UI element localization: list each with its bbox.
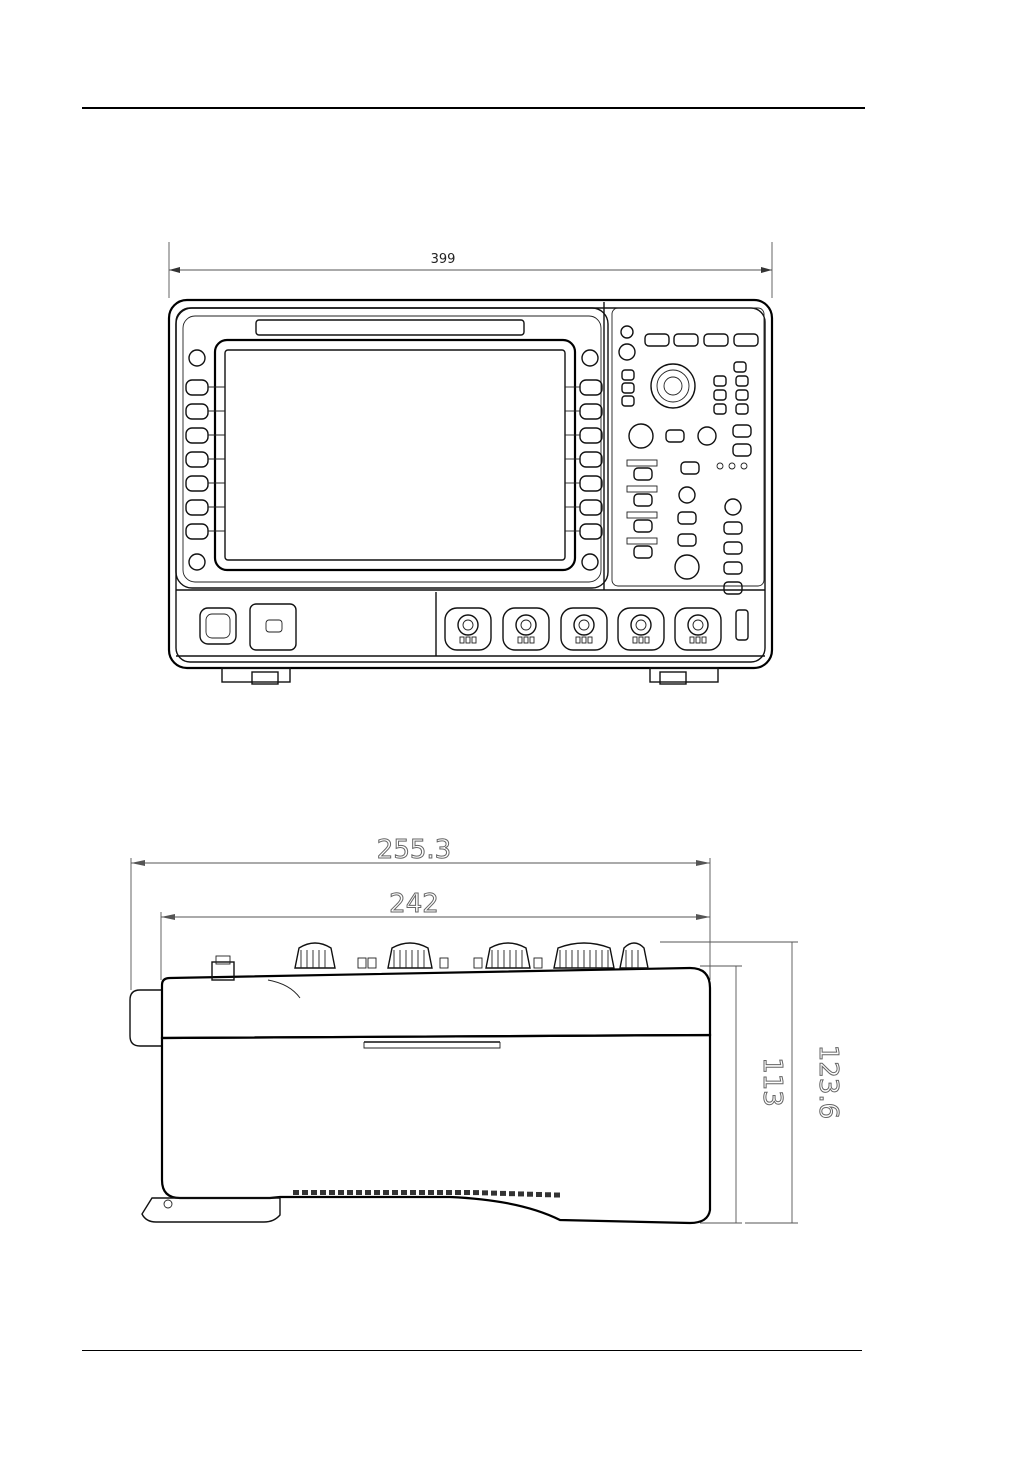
- header-rule: [82, 107, 865, 109]
- side-view-oscilloscope-icon: [130, 943, 710, 1223]
- side-body-depth-dimension: 242: [161, 889, 710, 980]
- overall-depth-label: 255.3: [377, 835, 451, 865]
- front-view-oscilloscope-icon: [169, 300, 772, 684]
- side-overall-height-dimension: 123.6: [660, 942, 843, 1223]
- side-body-height-dimension: 113: [700, 966, 787, 1223]
- front-width-label: 399: [431, 252, 456, 267]
- body-depth-label: 242: [389, 889, 439, 919]
- front-width-dimension: 399: [169, 242, 772, 298]
- body-height-label: 113: [757, 1057, 787, 1107]
- footer-rule: [82, 1350, 862, 1351]
- front-view-drawing: 399: [0, 230, 1032, 700]
- overall-height-label: 123.6: [813, 1045, 843, 1119]
- side-view-drawing: 255.3 242 113 123.6: [0, 820, 1032, 1250]
